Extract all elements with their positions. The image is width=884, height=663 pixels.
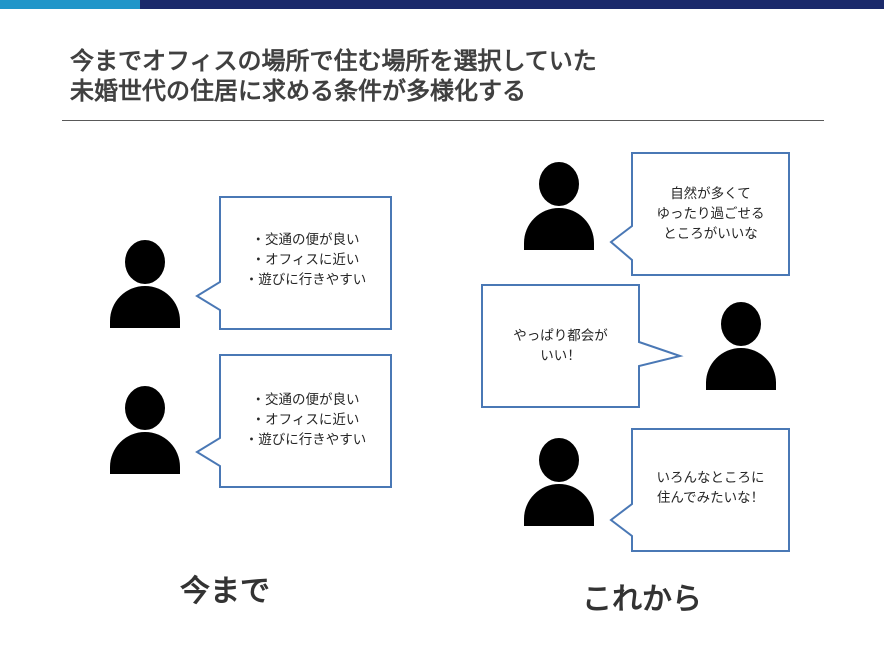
bubble-text: ・交通の便が良い ・オフィスに近い ・遊びに行きやすい bbox=[244, 392, 367, 448]
person-icon bbox=[524, 162, 594, 250]
person-icon bbox=[524, 438, 594, 526]
person-icon bbox=[110, 386, 180, 474]
title-divider bbox=[62, 120, 824, 121]
slide-title: 今までオフィスの場所で住む場所を選択していた 未婚世代の住居に求める条件が多様化… bbox=[70, 46, 830, 106]
header-bar bbox=[140, 0, 884, 9]
person-icon bbox=[110, 240, 180, 328]
header-accent-bar bbox=[0, 0, 140, 9]
caption-before: 今まで bbox=[180, 574, 270, 609]
title-line-2: 未婚世代の住居に求める条件が多様化する bbox=[70, 77, 526, 105]
title-line-1: 今までオフィスの場所で住む場所を選択していた bbox=[70, 47, 597, 75]
caption-after: これから bbox=[582, 582, 702, 617]
bubble-text: ・交通の便が良い ・オフィスに近い ・遊びに行きやすい bbox=[244, 232, 367, 288]
bubble-text: 自然が多くて ゆったり過ごせる ところがいいな bbox=[656, 186, 765, 242]
bubble-text: やっぱり都会が いい！ bbox=[513, 328, 608, 364]
person-icon bbox=[706, 302, 776, 390]
bubble-text: いろんなところに 住んでみたいな！ bbox=[656, 470, 765, 506]
